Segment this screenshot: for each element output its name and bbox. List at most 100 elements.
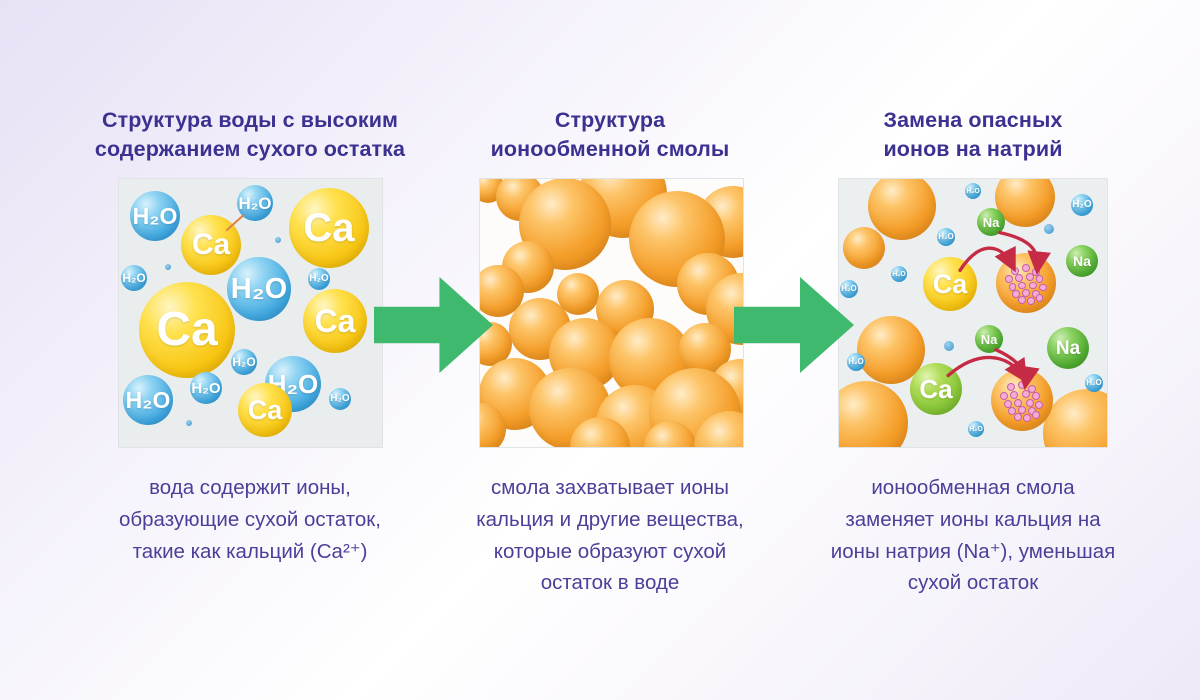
exchange-site-dot xyxy=(1035,400,1044,409)
exchange-site-dot xyxy=(1025,398,1034,407)
calcium-ion: Ca xyxy=(289,188,369,268)
ion-label: H₂O xyxy=(1072,199,1092,210)
ion-label: Na xyxy=(982,214,1000,230)
water-molecule: H₂O xyxy=(965,183,981,199)
ion-label: Ca xyxy=(314,303,356,339)
exchange-site-dot xyxy=(1031,411,1040,420)
ion-label: Na xyxy=(1073,253,1091,269)
caption-sodium-exchange: ионообменная смола заменяет ионы кальция… xyxy=(830,476,1116,595)
resin-bead xyxy=(557,273,599,315)
caption-resin-capture: смола захватывает ионы кальция и другие … xyxy=(476,476,744,595)
ion-label: Ca xyxy=(919,374,953,404)
water-molecule: H₂O xyxy=(123,375,173,425)
water-molecule: H₂O xyxy=(968,421,984,437)
exchange-site-dot xyxy=(1025,272,1034,281)
ion-label: H₂O xyxy=(848,357,864,366)
exchange-site-dot xyxy=(1000,392,1009,401)
ion-label: H₂O xyxy=(309,273,329,284)
sodium-ion: Na xyxy=(1047,327,1089,369)
water-dot xyxy=(165,264,171,270)
resin-bead xyxy=(995,179,1055,227)
exchange-site-dot xyxy=(1018,295,1027,304)
water-molecule: H₂O xyxy=(891,266,907,282)
ion-label: H₂O xyxy=(125,386,171,413)
ion-label: H₂O xyxy=(938,232,954,241)
water-molecule: H₂O xyxy=(190,372,222,404)
ion-label: Ca xyxy=(932,268,968,299)
exchange-site-dot xyxy=(1012,290,1021,298)
resin-bead xyxy=(857,316,925,384)
exchange-site-dot xyxy=(1014,274,1023,282)
exchange-site-dot xyxy=(1021,389,1030,398)
sodium-ion: Na xyxy=(1066,245,1098,277)
ion-label: H₂O xyxy=(232,355,256,369)
exchange-site-dot xyxy=(1035,275,1044,284)
resin-bead-exchange-sites xyxy=(996,253,1056,313)
exchange-site-dot xyxy=(1007,407,1016,416)
exchange-site-dot xyxy=(1014,398,1023,407)
exchange-site-dot xyxy=(1017,380,1027,389)
ion-label: Na xyxy=(980,331,998,347)
ion-label: H₂O xyxy=(892,270,906,278)
arrow-right-icon xyxy=(734,277,854,373)
resin-bead-exchange-sites xyxy=(991,369,1053,431)
panel-title-resin-structure: Структура ионообменной смолы xyxy=(490,108,730,162)
resin-bead xyxy=(868,179,936,240)
ion-label: Ca xyxy=(156,303,218,356)
water-molecule: H₂O xyxy=(847,353,865,371)
water-molecule: H₂O xyxy=(237,185,273,221)
water-molecule: H₂O xyxy=(840,280,858,298)
calcium-ion: Ca xyxy=(303,289,367,353)
ion-label: H₂O xyxy=(122,271,146,285)
exchange-site-dot xyxy=(1018,281,1027,290)
ion-label: H₂O xyxy=(841,284,857,293)
ion-label: H₂O xyxy=(969,425,983,433)
water-molecule: H₂O xyxy=(227,257,291,321)
exchange-site-dot xyxy=(1010,390,1019,399)
ion-label: H₂O xyxy=(330,393,350,404)
panel-title-ion-exchange: Замена опасных ионов на натрий xyxy=(883,108,1063,162)
exchange-site-dot xyxy=(1014,413,1023,422)
water-dot xyxy=(275,237,281,243)
water-dot xyxy=(186,420,192,426)
ion-label: H₂O xyxy=(191,379,221,397)
arrow-right-icon xyxy=(374,277,493,373)
ion-label: Ca xyxy=(191,228,231,261)
exchange-site-dot xyxy=(1035,293,1044,302)
ion-label: H₂O xyxy=(238,193,272,213)
water-molecule: H₂O xyxy=(308,268,330,290)
ion-label: Ca xyxy=(247,394,283,425)
resin-bead xyxy=(843,227,885,269)
exchange-site-dot xyxy=(1023,414,1032,423)
water-dot xyxy=(944,341,954,351)
sodium-ion: Na xyxy=(975,325,1003,353)
panel-title-hard-water: Структура воды с высоким содержанием сух… xyxy=(94,108,406,162)
caption-hard-water: вода содержит ионы, образующие сухой ост… xyxy=(119,476,381,563)
water-molecule: H₂O xyxy=(937,228,955,246)
calcium-ion: Ca xyxy=(923,257,977,311)
exchange-site-dot xyxy=(1008,282,1017,291)
exchange-site-dot xyxy=(1022,288,1030,297)
ion-label: H₂O xyxy=(230,272,288,305)
water-molecule: H₂O xyxy=(121,265,147,291)
sodium-ion: Na xyxy=(977,208,1005,236)
water-molecule: H₂O xyxy=(329,388,351,410)
water-molecule: H₂O xyxy=(265,356,321,412)
exchange-site-dot xyxy=(1004,275,1013,284)
exchange-site-dot xyxy=(1003,399,1013,408)
water-dot xyxy=(1044,224,1054,234)
water-molecule: H₂O xyxy=(231,349,257,375)
exchange-site-dot xyxy=(1027,296,1035,305)
resin-bead xyxy=(839,381,908,447)
calcium-ion: Ca xyxy=(181,215,241,275)
ion-label: Na xyxy=(1055,337,1081,359)
calcium-ion-captured: Ca xyxy=(910,363,962,415)
ion-label: H₂O xyxy=(1086,378,1102,387)
exchange-site-dot xyxy=(1031,392,1040,401)
water-molecule: H₂O xyxy=(1071,194,1093,216)
water-molecule: H₂O xyxy=(130,191,180,241)
ion-label: H₂O xyxy=(132,202,178,229)
